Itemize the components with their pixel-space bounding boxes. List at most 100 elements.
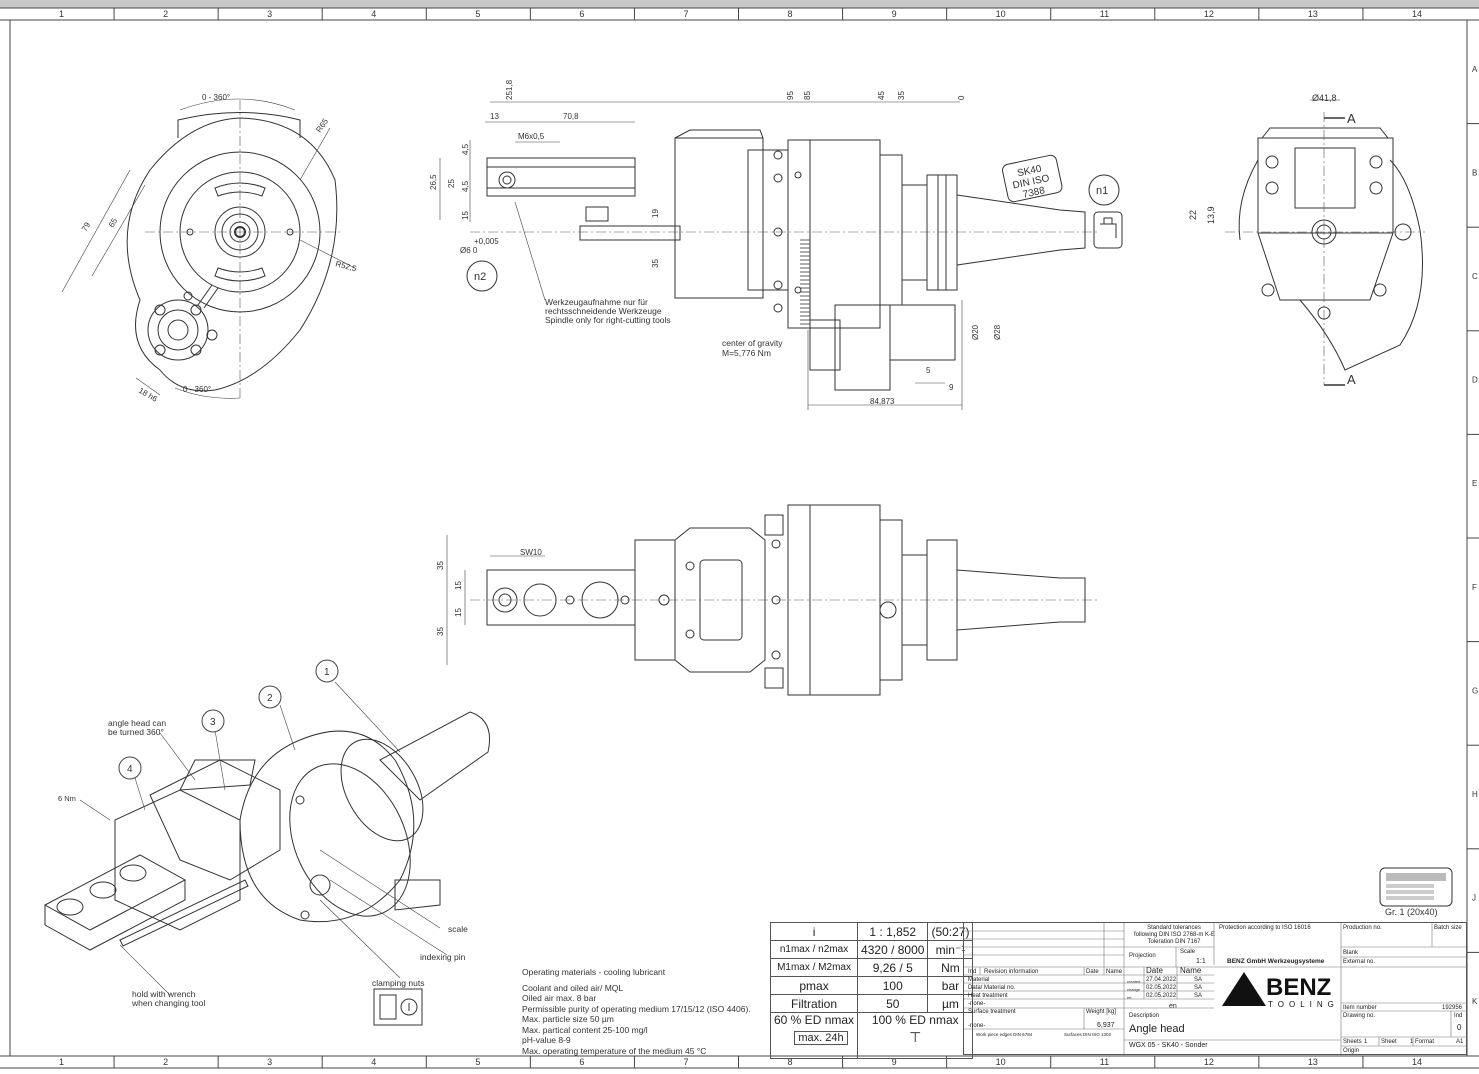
dim-angle-bottom: 0 - 360° (183, 385, 211, 394)
dim-r52: R52,5 (334, 259, 357, 273)
company-name: BENZ GmbH Werkzeugsysteme (1227, 958, 1325, 965)
wrench-note-2: when changing tool (131, 998, 205, 1008)
column-label-top: 3 (267, 9, 272, 19)
callout-2: 2 (267, 693, 273, 704)
column-label-bottom: 1 (59, 1057, 64, 1067)
isometric-view (43, 711, 490, 951)
operating-title: Operating materials - cooling lubricant (522, 967, 666, 977)
row-label: B (1472, 168, 1477, 177)
column-label-top: 8 (788, 9, 793, 19)
side-view-dim-text: 251,8 13 70,8 M6x0,5 4,5 26,5 25 4,5 15 … (429, 79, 1002, 406)
projection-label: Projection (1129, 953, 1156, 959)
surface-value: -none- (968, 1023, 986, 1029)
column-label-top: 13 (1308, 9, 1318, 19)
column-label-bottom: 13 (1308, 1057, 1318, 1067)
dim-79: 79 (80, 220, 93, 233)
spec-label: pmax (769, 976, 859, 995)
cog-note-2: M=5,776 Nm (722, 348, 771, 358)
leader-lines (79, 681, 448, 996)
created-date: 27.04.2022 (1146, 977, 1177, 983)
dim-9: 9 (949, 383, 954, 392)
callout-4: 4 (127, 764, 133, 775)
protection-note: Protection according to ISO 16016 (1219, 925, 1311, 931)
dim-85: 85 (803, 91, 812, 100)
dim-0: 0 (957, 95, 966, 100)
drawing-no-label: Drawing no. (1343, 1013, 1376, 1019)
rel-name: SA (1194, 993, 1203, 999)
torque-note: 6 Nm (58, 794, 76, 803)
spec-row-speed: n1max / n2max 4320 / 8000 min⁻¹ (769, 940, 974, 959)
logo-sub: TOOLING (1268, 1000, 1339, 1009)
column-label-top: 6 (579, 9, 584, 19)
callout-3: 3 (210, 717, 216, 728)
sheet-value: 1 (1410, 1039, 1414, 1045)
spec-unit: (50:27) (927, 922, 974, 941)
top-view-dims (446, 535, 545, 665)
column-label-top: 10 (996, 9, 1006, 19)
created-label: created (1127, 979, 1141, 984)
clamping-note: clamping nuts (372, 978, 424, 988)
duty-60: 60 % ED nmax max. 24h (769, 1012, 859, 1059)
surfaces-norm: Surfaces DIN ISO 1302 (1064, 1032, 1112, 1037)
spec-value: 9,26 / 5 (857, 958, 929, 977)
language: en (1169, 1003, 1177, 1010)
dim-22: 22 (1188, 210, 1198, 220)
logo-text: BENZ (1266, 974, 1332, 1001)
front-view-dims (61, 98, 356, 399)
rel-date: 02.05.2022 (1146, 993, 1177, 999)
iso-text: 7388 (1022, 185, 1046, 200)
column-label-bottom: 14 (1412, 1057, 1422, 1067)
column-label-bottom: 9 (892, 1057, 897, 1067)
dim-d6: Ø6 0 (460, 246, 478, 255)
row-label: E (1472, 479, 1477, 488)
spec-value: 1 : 1,852 (857, 922, 929, 941)
column-label-top: 2 (163, 9, 168, 19)
rotation-n1-icon: n1 (1088, 174, 1120, 206)
spec-value: 50 (857, 994, 929, 1013)
weight-value: 6,937 (1097, 1022, 1115, 1029)
data-material-label: Data/ Material no. (968, 985, 1016, 991)
rev-ind: Ind (968, 969, 977, 975)
hdr-name: Name (1180, 966, 1202, 975)
dim-35t: 35 (897, 91, 906, 100)
sk40-text: SK40 (1016, 163, 1043, 179)
operating-line-7: Max. operating temperature of the medium… (522, 1045, 707, 1056)
benz-stamp (1379, 867, 1453, 907)
scale-value: 1:1 (1196, 958, 1206, 965)
duty-60-label: 60 % ED nmax (774, 1013, 855, 1027)
rev-info: Revision information (984, 969, 1039, 975)
angle-note-1: angle head can (108, 718, 166, 728)
operating-line-1: Coolant and oiled air/ MQL (522, 982, 624, 993)
spec-value: 100 (857, 976, 929, 995)
column-label-top: 5 (475, 9, 480, 19)
external-label: External no. (1343, 959, 1376, 965)
duty-max-label: max. 24h (794, 1031, 848, 1045)
benz-logo-icon (1222, 972, 1266, 1006)
callout-1: 1 (324, 667, 330, 678)
operating-materials: Operating materials - cooling lubricant … (522, 967, 751, 1056)
spindle-note-de1: Werkzeugaufnahme nur für (545, 297, 648, 307)
batch-label: Batch size (1434, 925, 1462, 931)
column-label-top: 7 (683, 9, 688, 19)
spec-row-torque: M1max / M2max 9,26 / 5 Nm (769, 958, 974, 977)
spec-label: i (769, 922, 859, 941)
column-label-bottom: 7 (683, 1057, 688, 1067)
production-no-label: Production no. (1343, 925, 1382, 931)
format-label: Format (1415, 1039, 1435, 1045)
origin-label: Origin (1343, 1048, 1360, 1054)
column-label-top: 4 (371, 9, 376, 19)
dim-13: 13 (490, 112, 499, 121)
dim-m6: M6x0,5 (518, 132, 545, 141)
operating-line-5: Max. partical content 25-100 mg/l (522, 1024, 648, 1035)
duty-100: 100 % ED nmax ⊤ (857, 1012, 974, 1059)
column-label-bottom: 2 (163, 1057, 168, 1067)
sheet-label: Sheet (1381, 1039, 1397, 1045)
column-label-top: 12 (1204, 9, 1214, 19)
dim-18h6: 18 h6 (137, 386, 159, 404)
row-label: C (1472, 272, 1478, 281)
dim-5: 5 (926, 366, 931, 375)
row-label: G (1472, 686, 1478, 695)
